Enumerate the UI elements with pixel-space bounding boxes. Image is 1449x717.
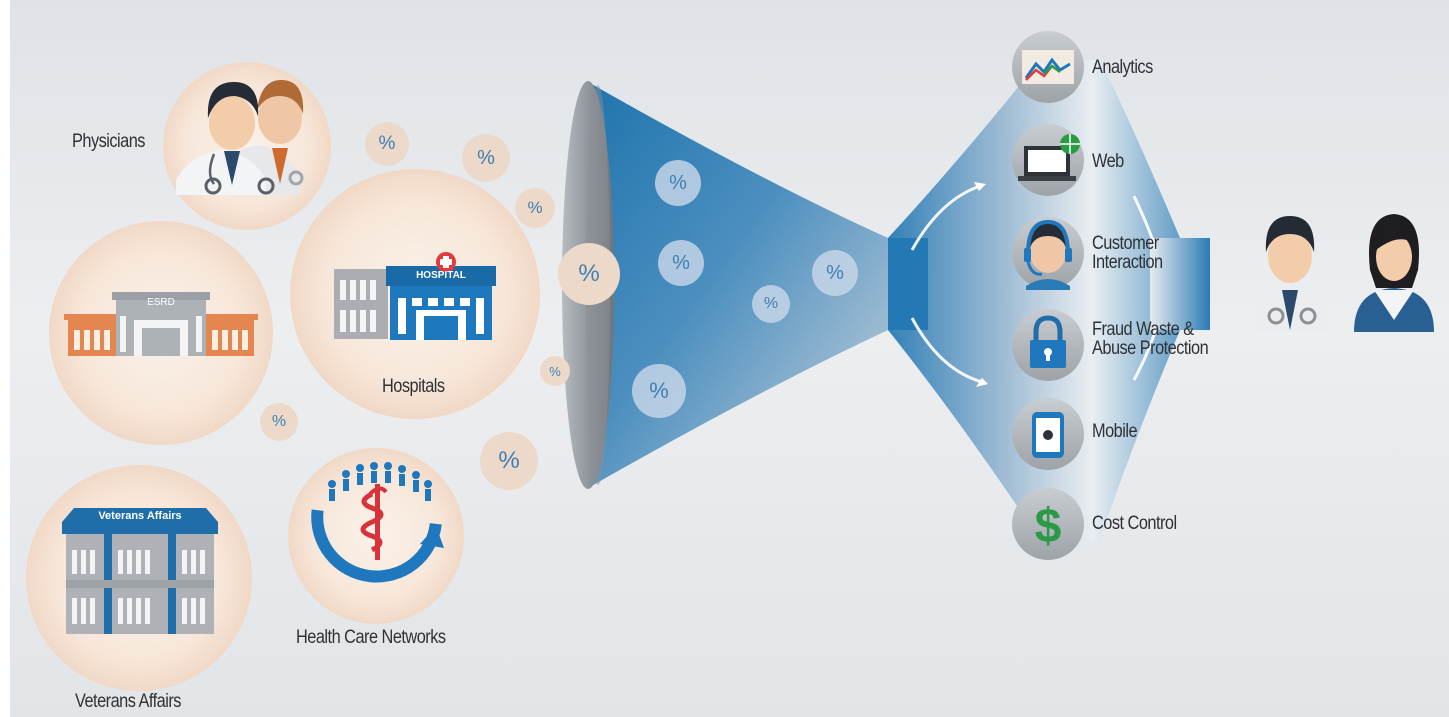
laptop-globe-icon — [1012, 124, 1084, 196]
left-margin — [0, 0, 10, 717]
physicians-label: Physicians — [72, 131, 145, 152]
physicians-icon — [176, 80, 304, 195]
veterans-affairs-sign: Veterans Affairs — [98, 510, 182, 522]
percent-bubble: % — [558, 243, 620, 305]
hospital-sign: HOSPITAL — [416, 270, 466, 281]
veterans-affairs-label: Veterans Affairs — [75, 691, 181, 712]
esrd-building-icon — [64, 292, 258, 356]
percent-bubble: % — [632, 364, 686, 418]
tablet-icon — [1012, 398, 1084, 470]
output-label-cost-control: Cost Control — [1092, 513, 1177, 534]
percent-bubble: % — [658, 240, 704, 286]
percent-bubble: % — [462, 134, 510, 182]
end-users-icon — [1250, 214, 1434, 332]
hospitals-label: Hospitals — [382, 376, 445, 397]
output-label-customer-interaction: Customer Interaction — [1092, 233, 1163, 273]
output-label-web: Web — [1092, 151, 1124, 172]
percent-bubble: % — [655, 160, 701, 206]
percent-bubble: % — [812, 250, 858, 296]
percent-bubble: % — [540, 356, 570, 386]
hospital-building-icon — [334, 252, 496, 340]
padlock-icon — [1012, 309, 1084, 381]
output-label-analytics: Analytics — [1092, 57, 1153, 78]
dollar-sign-icon: $ — [1012, 488, 1084, 560]
analytics-chart-icon — [1012, 31, 1084, 103]
headset-agent-icon — [1012, 217, 1084, 290]
veterans-affairs-building-icon — [62, 508, 218, 634]
output-label-mobile: Mobile — [1092, 421, 1138, 442]
output-icons: $ — [1012, 31, 1084, 560]
doctor-user-icon — [1250, 216, 1330, 332]
networks-label: Health Care Networks — [296, 627, 446, 648]
health-networks-icon — [311, 462, 444, 583]
esrd-sign: ESRD — [147, 297, 175, 308]
percent-bubble: % — [365, 122, 409, 166]
percent-bubble: % — [515, 188, 555, 228]
output-label-fraud-protection: Fraud Waste & Abuse Protection — [1092, 319, 1209, 359]
percent-bubble: % — [480, 432, 538, 490]
percent-bubble: % — [260, 403, 298, 441]
percent-bubble: % — [752, 285, 790, 323]
output-fan — [888, 60, 1210, 540]
woman-user-icon — [1354, 214, 1434, 332]
svg-text:$: $ — [1035, 500, 1062, 553]
